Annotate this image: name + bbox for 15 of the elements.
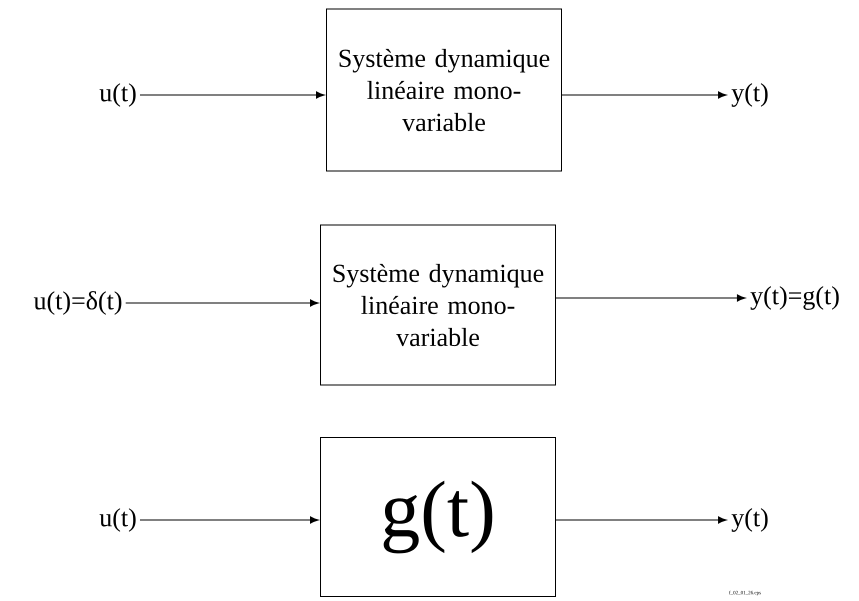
arrow [139, 516, 319, 524]
arrow [556, 516, 727, 524]
arrow [125, 299, 319, 307]
signal-label: y(t) [732, 83, 768, 107]
signal-label: y(t) [732, 508, 768, 532]
system-box: g(t) [320, 437, 556, 597]
arrow [562, 91, 727, 99]
signal-label: u(t)=δ(t) [34, 291, 122, 315]
system-box: Système dynamique linéaire mono-variable [320, 224, 556, 386]
arrow [139, 91, 325, 99]
signal-label: u(t) [100, 508, 136, 532]
arrow [556, 294, 746, 302]
signal-label: u(t) [100, 83, 136, 107]
signal-label: y(t)=g(t) [750, 286, 839, 310]
system-box: Système dynamique linéaire mono-variable [326, 8, 562, 172]
